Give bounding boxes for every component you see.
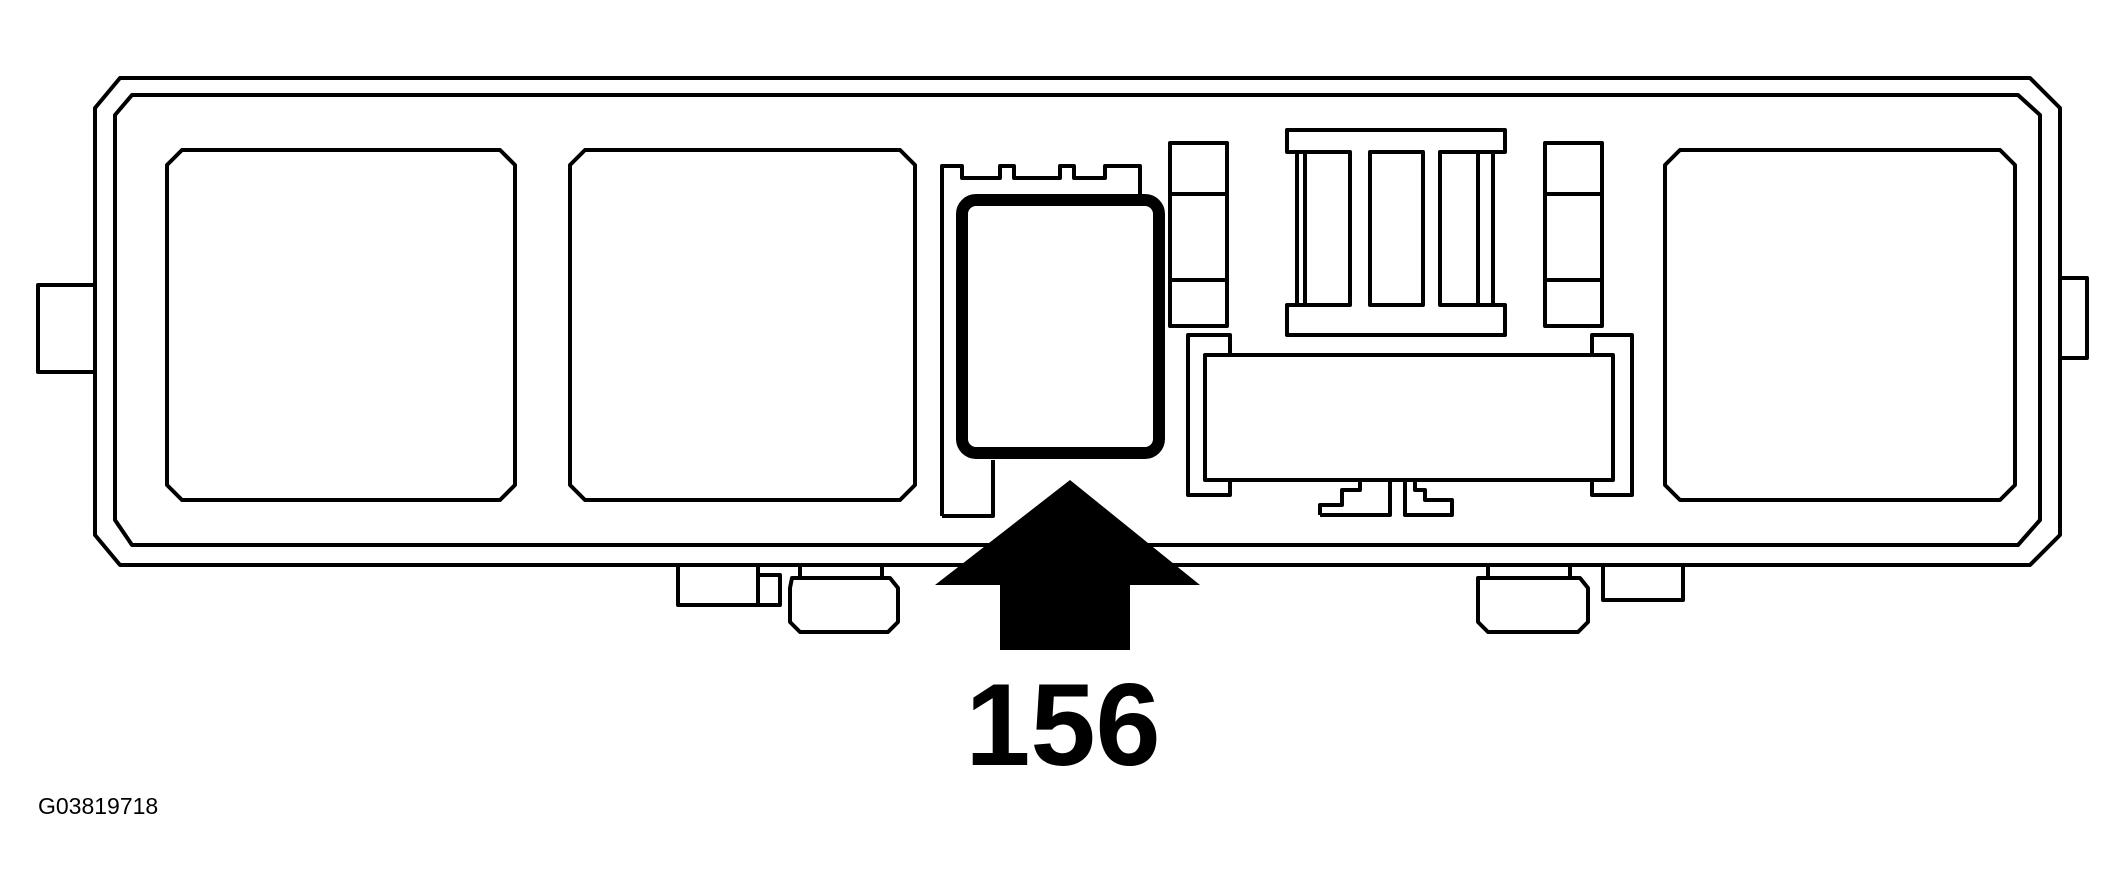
wide-connector xyxy=(1186,333,1634,517)
highlighted-relay xyxy=(956,194,1165,459)
fuse-column-right xyxy=(1543,141,1604,328)
callout-number: 156 xyxy=(965,659,1160,790)
housing-outer-outline xyxy=(93,76,2062,567)
fuse-column-left xyxy=(1168,141,1229,328)
housing-inner-outline xyxy=(113,93,2042,547)
large-socket-1 xyxy=(165,148,517,502)
right-mounting-tab xyxy=(2058,276,2089,360)
fuse-box-housing xyxy=(93,76,2062,567)
connector-latch xyxy=(1318,480,1454,517)
figure-id: G03819718 xyxy=(38,793,158,819)
relay-holder-bracket xyxy=(940,164,1142,518)
large-socket-3 xyxy=(1663,148,2017,502)
left-mounting-tab xyxy=(36,283,97,374)
fuse-holder-center xyxy=(1285,128,1507,337)
arrow-up-icon xyxy=(935,480,1200,650)
large-socket-2 xyxy=(568,148,917,502)
bottom-clip-left xyxy=(676,563,900,634)
bottom-clip-right xyxy=(1476,563,1685,634)
